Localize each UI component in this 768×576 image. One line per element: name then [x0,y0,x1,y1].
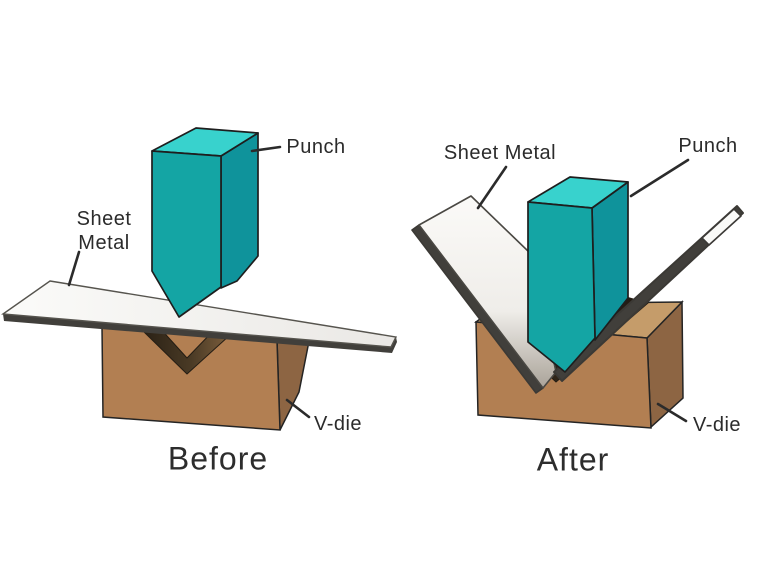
before-punch-front-face [151,150,222,318]
after-punch-leader-line [629,158,690,198]
before-leader-lines [67,145,311,419]
before-sheet-metal [1,280,398,353]
before-vdie-leader-line [285,398,311,419]
after-sheet-leader-line [476,165,508,210]
after-sheet-right-wing-tip [701,208,742,246]
after-sheet-right-wing [553,205,744,382]
before-figure [1,127,398,431]
before-caption: Before [167,440,269,477]
before-vdie-label: V-die [313,413,363,435]
before-sheet-metal-label-line1: Sheet [76,208,132,230]
after-vdie-label: V-die [692,414,742,436]
before-sheet-leader-line [67,250,81,287]
before-punch-side-face [220,132,259,289]
before-punch-leader-line [250,145,282,153]
before-die-front-face [101,326,281,431]
before-punch [151,127,259,318]
after-vdie-leader-line [656,402,688,423]
after-punch [527,176,629,373]
after-sheet-metal-label: Sheet Metal [443,142,557,164]
after-punch-front-face [527,201,596,373]
after-caption: After [536,441,610,478]
before-punch-label: Punch [286,136,346,158]
before-sheet-metal-label: Sheet Metal [77,207,132,255]
after-punch-label: Punch [678,135,738,157]
before-sheet-metal-label-line2: Metal [78,232,130,254]
after-leader-lines [476,158,690,423]
before-sheet-top-face [1,280,398,348]
after-sheet-metal [411,195,744,394]
after-figure [411,158,744,429]
